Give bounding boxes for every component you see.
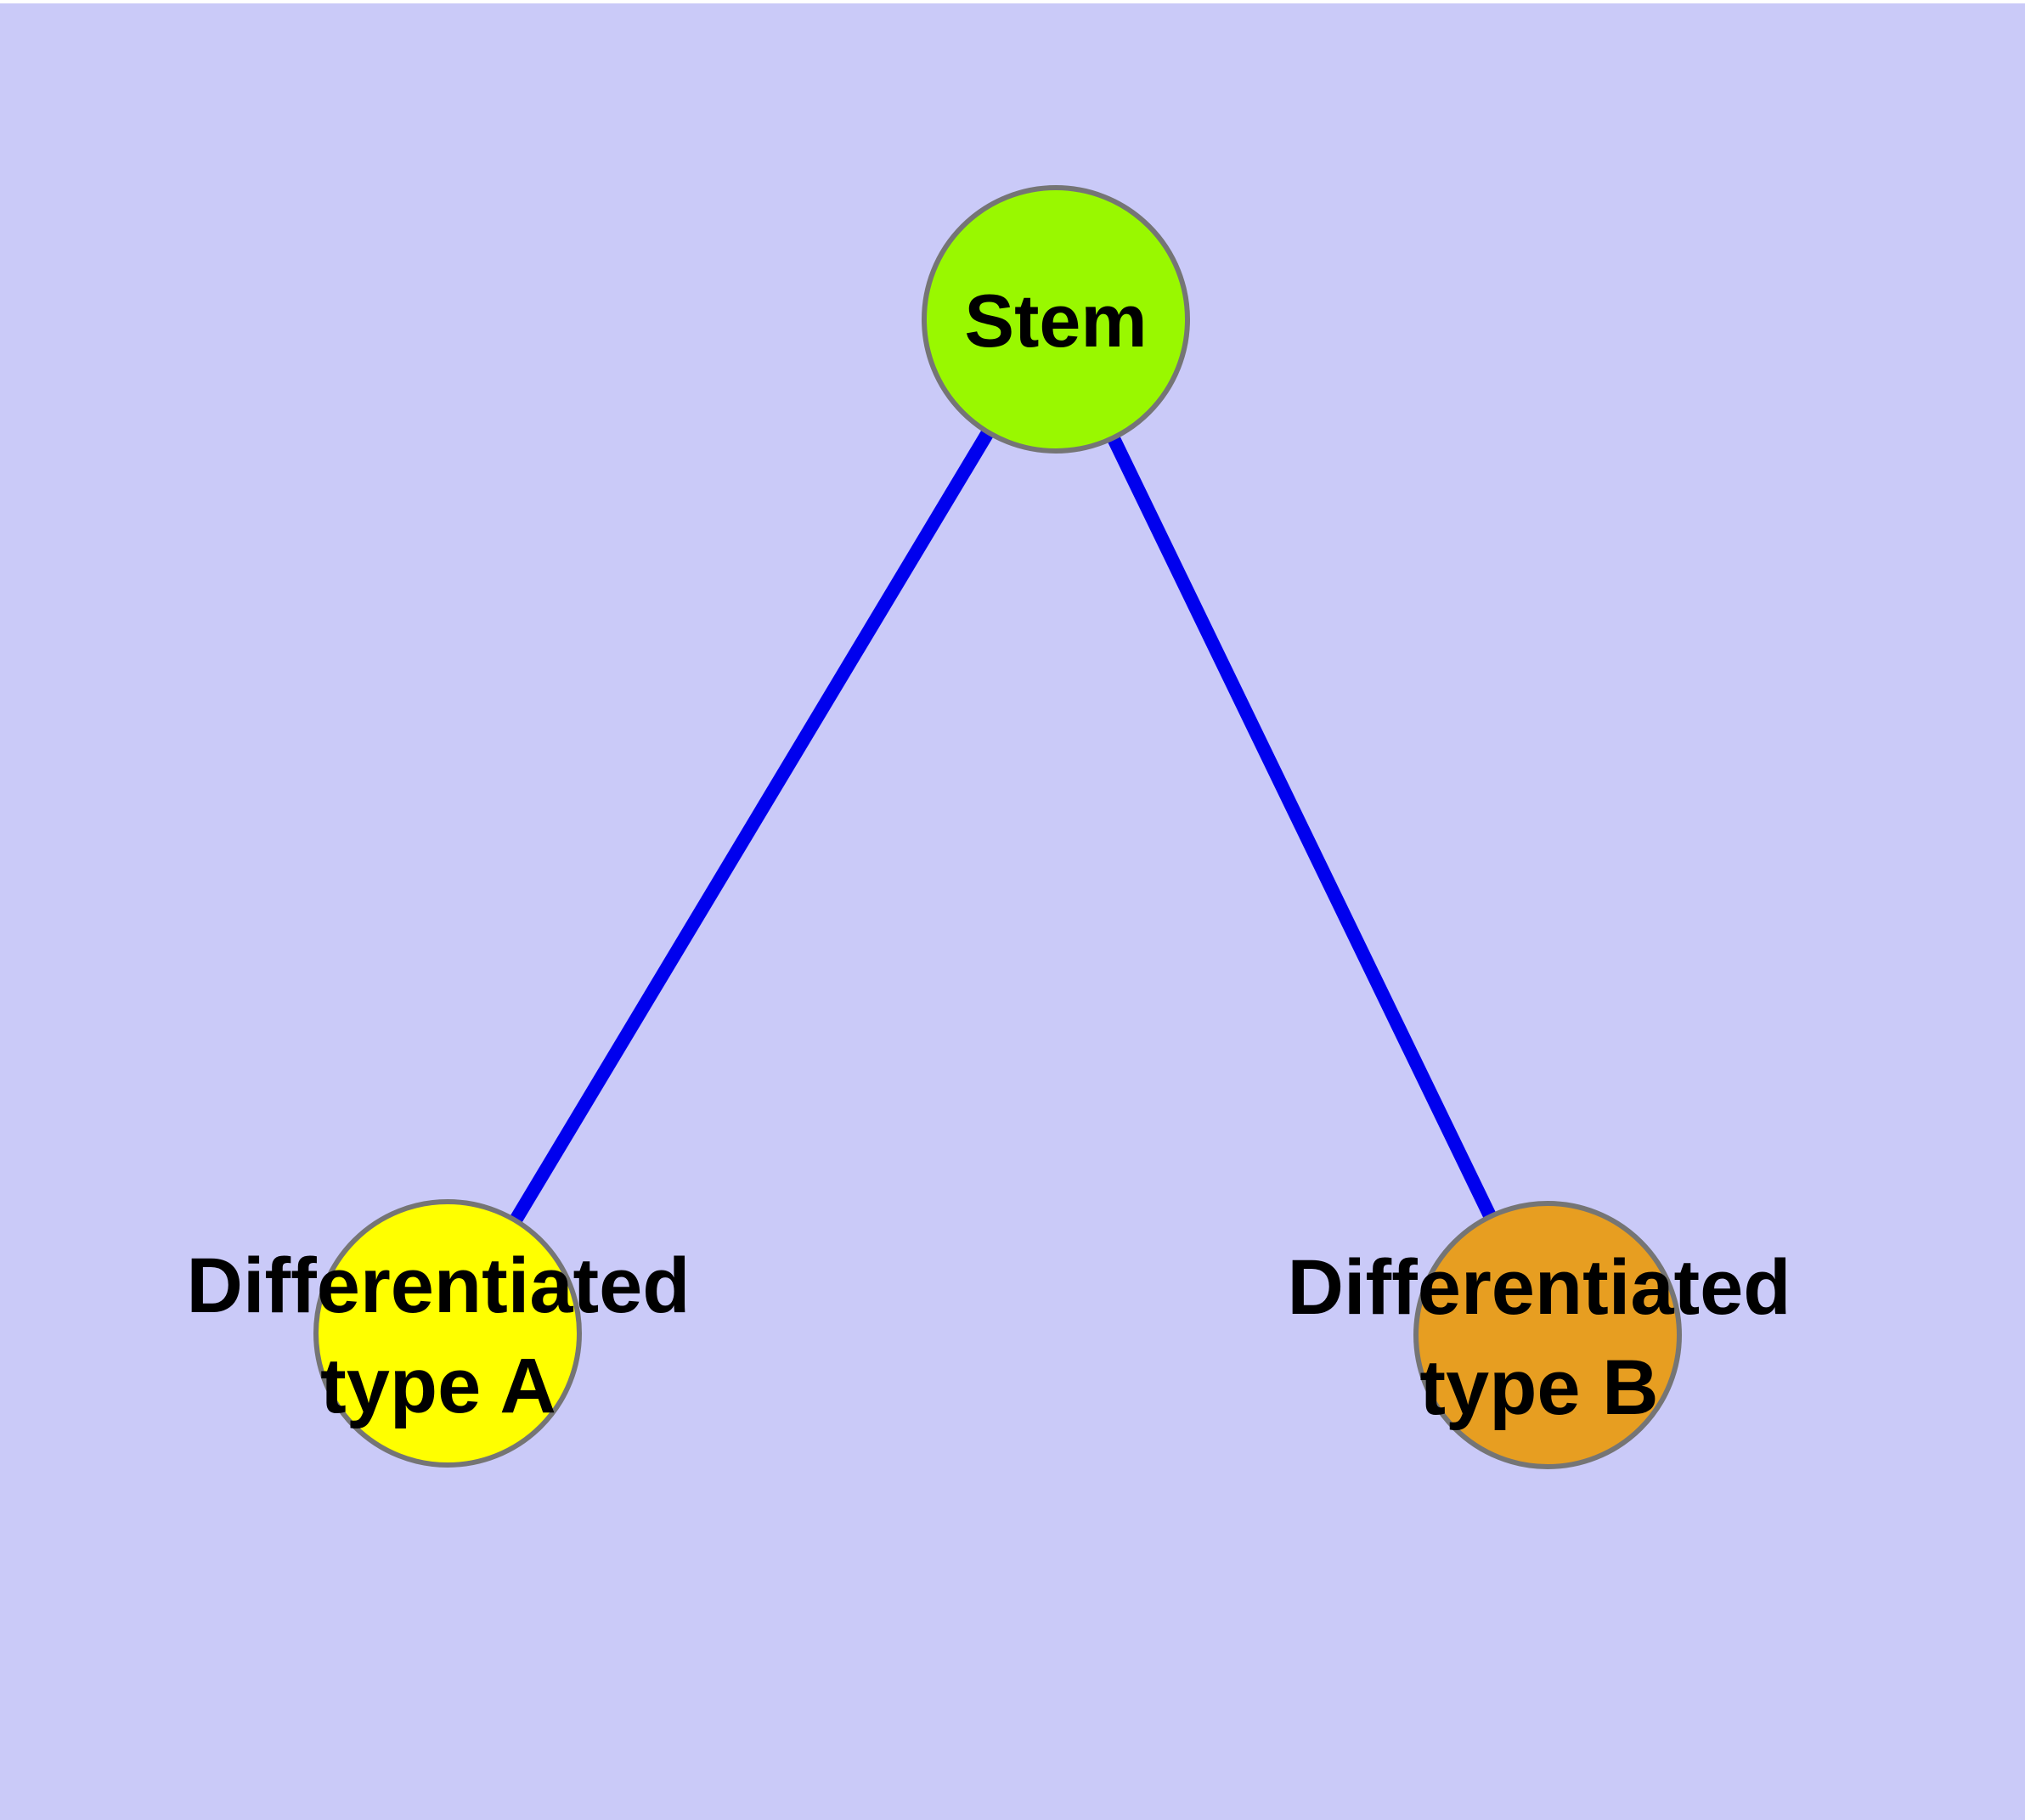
node-type-b-label-line2: type B [1419,1344,1658,1431]
edge-stem-to-type-b [1049,316,1554,1338]
node-type-a-label-line2: type A [320,1343,556,1429]
node-type-a-label-line1: Differentiated [187,1242,691,1329]
node-stem-label: Stem [964,279,1147,363]
node-type-b-label-line1: Differentiated [1288,1244,1791,1331]
node-type-a-circle [313,1199,582,1468]
top-margin-strip [0,0,2025,3]
node-stem-circle [922,185,1190,454]
edge-stem-to-type-a [442,315,1062,1338]
node-type-b-circle [1413,1201,1682,1469]
